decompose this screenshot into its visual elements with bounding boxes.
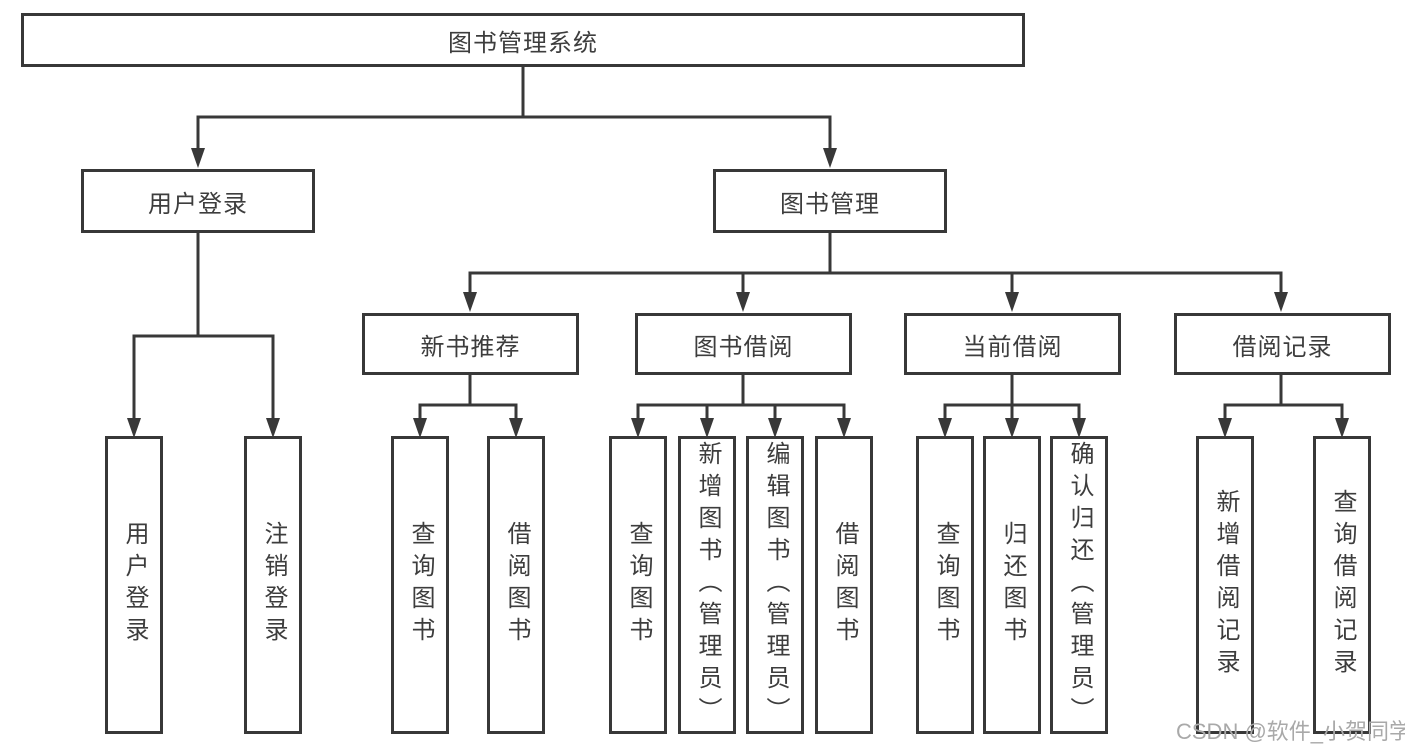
leaf-borrow-borrow-books: 借阅图书 (815, 436, 873, 734)
arrow-down (700, 418, 714, 438)
arrow-down (1005, 292, 1019, 312)
arrow-down (823, 148, 837, 168)
leaf-user-login: 用户登录 (105, 436, 163, 734)
arrow-down (1274, 292, 1288, 312)
node-book-borrow: 图书借阅 (635, 313, 852, 375)
leaf-current-return-books: 归还图书 (983, 436, 1041, 734)
node-current-borrow: 当前借阅 (904, 313, 1121, 375)
node-label: 注销登录 (260, 521, 287, 649)
node-label: 确认归还（管理员） (1066, 441, 1093, 729)
node-user-login: 用户登录 (81, 169, 315, 233)
connector-book-management-split (463, 233, 1288, 312)
connector-current-borrow-split (938, 375, 1086, 438)
node-borrow-records: 借阅记录 (1174, 313, 1391, 375)
node-label: 查询借阅记录 (1329, 489, 1356, 681)
arrow-down (1218, 418, 1232, 438)
leaf-current-query-books: 查询图书 (916, 436, 974, 734)
leaf-logout: 注销登录 (244, 436, 302, 734)
arrow-down (736, 292, 750, 312)
connector-user-login-split (127, 233, 280, 438)
arrow-down (509, 418, 523, 438)
arrow-down (1335, 418, 1349, 438)
node-label: 归还图书 (999, 521, 1026, 649)
arrow-down (1005, 418, 1019, 438)
node-label: 编辑图书（管理员） (762, 441, 789, 729)
node-new-book-recommend: 新书推荐 (362, 313, 579, 375)
leaf-recommend-query-books: 查询图书 (391, 436, 449, 734)
arrow-down (938, 418, 952, 438)
leaf-borrow-add-books-admin: 新增图书（管理员） (678, 436, 736, 734)
node-label: 借阅图书 (503, 521, 530, 649)
node-label: 查询图书 (932, 521, 959, 649)
leaf-borrow-query-books: 查询图书 (609, 436, 667, 734)
arrow-down (191, 148, 205, 168)
node-label: 用户登录 (121, 521, 148, 649)
arrow-down (768, 418, 782, 438)
node-book-management: 图书管理 (713, 169, 947, 233)
connector-borrow-records-split (1218, 375, 1349, 438)
leaf-current-confirm-return-admin: 确认归还（管理员） (1050, 436, 1108, 734)
connector-book-borrow-split (631, 375, 851, 438)
leaf-records-query-record: 查询借阅记录 (1313, 436, 1371, 734)
connector-root-split (191, 67, 837, 168)
node-label: 借阅图书 (831, 521, 858, 649)
leaf-borrow-edit-books-admin: 编辑图书（管理员） (746, 436, 804, 734)
node-label: 新增借阅记录 (1212, 489, 1239, 681)
arrow-down (463, 292, 477, 312)
watermark: CSDN @软件_小贺同学 (1176, 719, 1405, 744)
arrow-down (837, 418, 851, 438)
arrow-down (1072, 418, 1086, 438)
node-root: 图书管理系统 (21, 13, 1025, 67)
leaf-recommend-borrow-books: 借阅图书 (487, 436, 545, 734)
connector-new-book-recommend-split (413, 375, 523, 438)
node-label: 查询图书 (407, 521, 434, 649)
node-label: 查询图书 (625, 521, 652, 649)
node-label: 新增图书（管理员） (694, 441, 721, 729)
arrow-down (127, 418, 141, 438)
arrow-down (631, 418, 645, 438)
arrow-down (413, 418, 427, 438)
leaf-records-add-record: 新增借阅记录 (1196, 436, 1254, 734)
arrow-down (266, 418, 280, 438)
